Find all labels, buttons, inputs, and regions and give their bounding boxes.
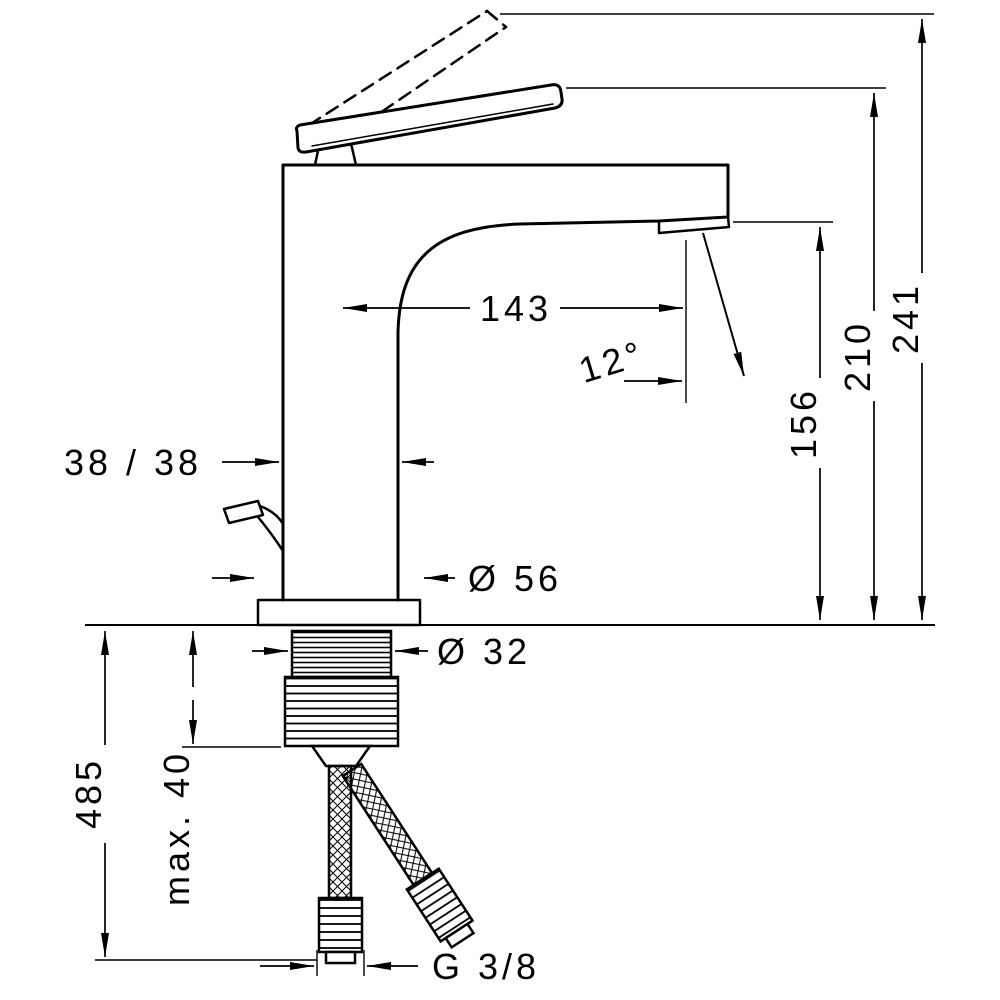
handle-inner-line	[311, 103, 554, 147]
base-flange	[256, 598, 422, 627]
popup-knob	[222, 499, 265, 525]
popup-rod-lever	[222, 499, 285, 553]
dim-shank-diameter-label: Ø 32	[437, 631, 531, 672]
dim-outlet-height-label: 156	[783, 387, 824, 459]
dim-install-length-label: 485	[68, 757, 109, 829]
faucet-body-outline	[281, 163, 730, 602]
dim-base-diameter-label: Ø 56	[468, 558, 562, 599]
raised-handle-tip	[485, 9, 508, 29]
popup-rod-upper	[258, 504, 285, 526]
dim-spout-reach-label: 143	[480, 288, 552, 329]
extension-lines	[95, 13, 934, 976]
dim-body-width-label: 38 / 38	[64, 442, 202, 483]
dim-outlet-angle-label: 12°	[574, 332, 650, 391]
popup-rod-lower	[256, 515, 285, 553]
hose-angled-braid	[341, 762, 434, 887]
dim-max-height-label: 241	[885, 282, 926, 354]
dim-handle-height-label: 210	[837, 320, 878, 392]
hose-tip-angled	[443, 922, 476, 950]
threaded-shank	[290, 629, 393, 679]
dimension-labels: 143 12° 156 210 241 38 / 38 Ø 56 Ø 32 48…	[64, 282, 926, 987]
under-deck-assembly	[283, 629, 476, 965]
dimension-lines	[101, 19, 926, 970]
faucet-above-deck	[222, 9, 731, 627]
raised-handle-top-edge	[307, 9, 489, 127]
handle-lever	[294, 83, 564, 154]
hose-fitting-straight	[317, 896, 364, 954]
spout-aerator	[657, 215, 731, 235]
outlet-angle-reference	[702, 232, 745, 377]
raised-handle-bottom-edge	[328, 25, 508, 149]
mounting-nut	[283, 675, 400, 748]
handle-raised-dashed	[307, 9, 508, 149]
hose-tip-straight	[324, 950, 357, 965]
dim-deck-thickness-label: max. 40	[156, 750, 197, 906]
supply-hose-angled	[341, 762, 476, 950]
dim-connection-thread-label: G 3/8	[432, 946, 540, 987]
